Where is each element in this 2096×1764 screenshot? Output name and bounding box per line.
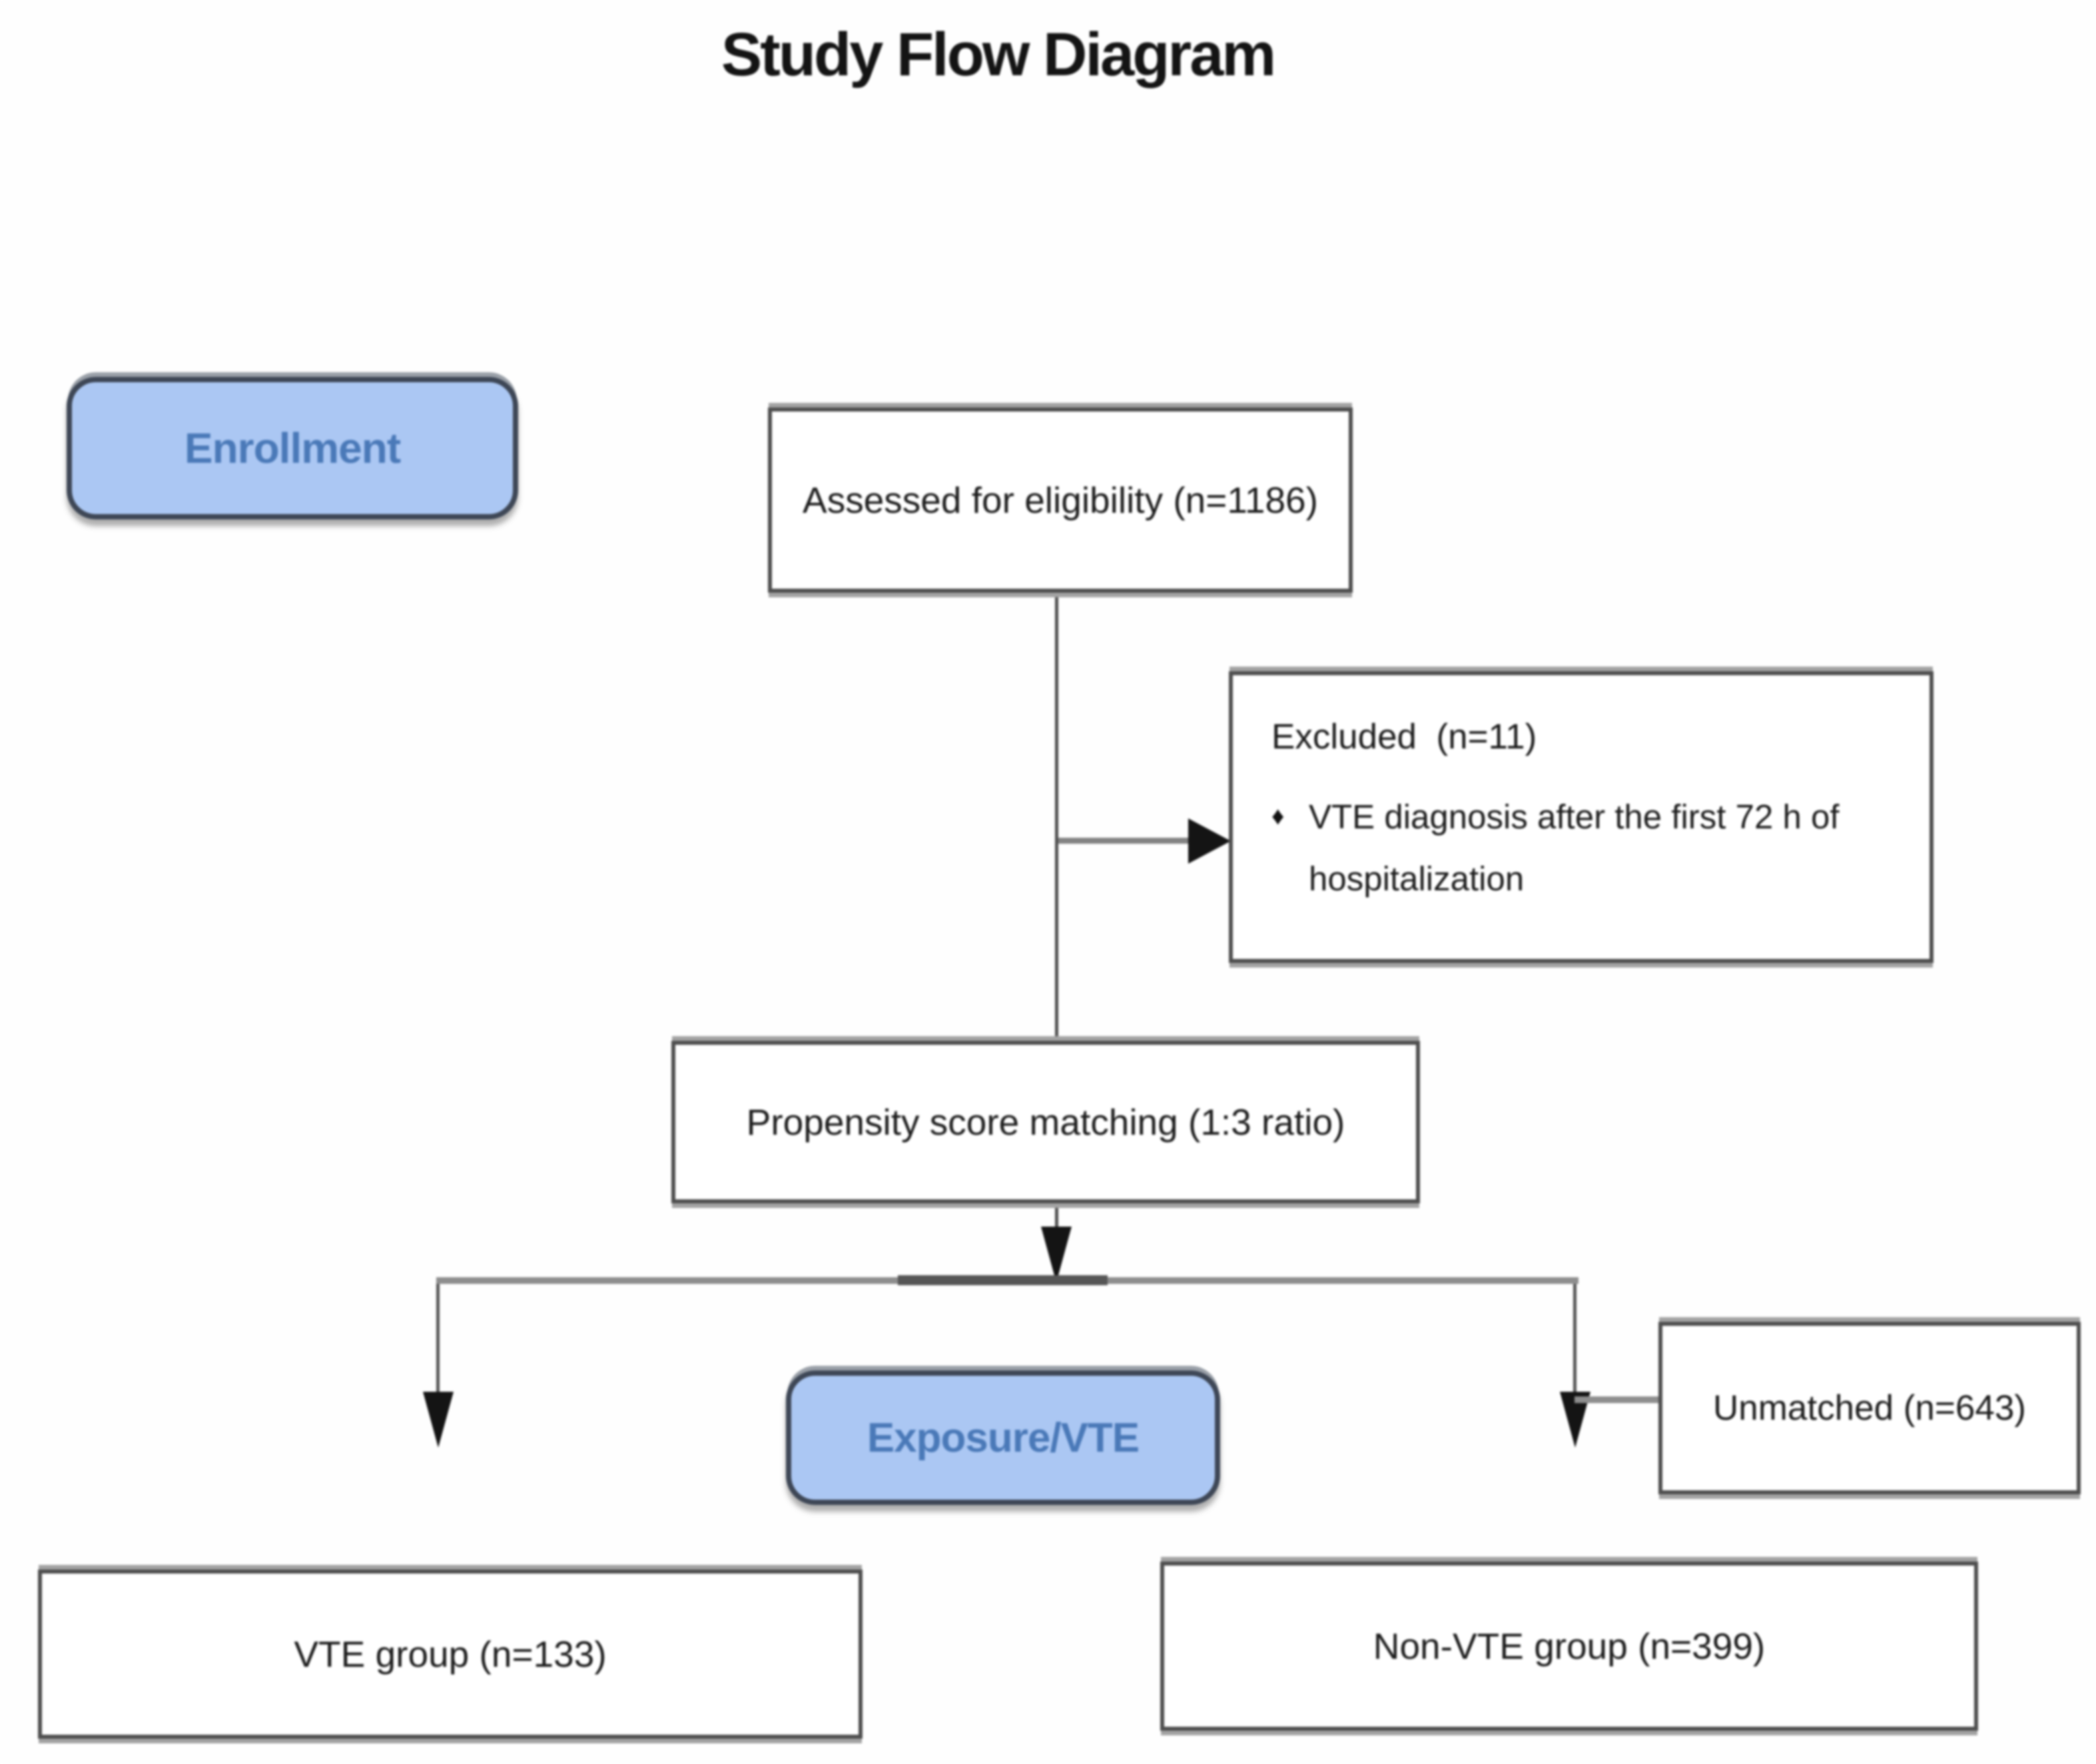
diamond-bullet-icon: ♦ <box>1271 802 1285 830</box>
branch-center-segment <box>898 1275 1108 1285</box>
connector-to-unmatched <box>1574 1396 1660 1403</box>
arrowhead-vte-group-icon <box>423 1392 454 1448</box>
arrowhead-branch-icon <box>1041 1227 1072 1283</box>
arrowhead-excluded-icon <box>1188 818 1231 864</box>
stage-enrollment: Enrollment <box>67 377 518 519</box>
box-vte-group: VTE group (n=133) <box>38 1570 863 1739</box>
connector-assessed-to-propensity <box>1055 585 1058 1042</box>
stage-exposure-vte-label: Exposure/VTE <box>867 1414 1140 1461</box>
propensity-label: Propensity score matching (1:3 ratio) <box>746 1101 1345 1143</box>
assessed-label: Assessed for eligibility (n=1186) <box>803 479 1318 521</box>
stage-exposure-vte: Exposure/VTE <box>786 1370 1220 1505</box>
page-title: Study Flow Diagram <box>721 21 1276 89</box>
box-excluded: Excluded (n=11) ♦ VTE diagnosis after th… <box>1229 671 1933 963</box>
non-vte-group-label: Non-VTE group (n=399) <box>1373 1625 1766 1667</box>
connector-to-excluded <box>1058 838 1195 844</box>
connector-to-vte-group <box>436 1284 440 1397</box>
box-non-vte-group: Non-VTE group (n=399) <box>1160 1562 1978 1731</box>
stage-enrollment-label: Enrollment <box>184 424 401 472</box>
box-propensity-score-matching: Propensity score matching (1:3 ratio) <box>671 1041 1420 1203</box>
box-assessed-for-eligibility: Assessed for eligibility (n=1186) <box>768 408 1353 593</box>
vte-group-label: VTE group (n=133) <box>294 1633 607 1675</box>
connector-propensity-to-branch <box>1055 1195 1058 1235</box>
excluded-bullet-text: VTE diagnosis after the first 72 h of ho… <box>1309 798 1840 898</box>
unmatched-label: Unmatched (n=643) <box>1713 1388 2026 1428</box>
connector-to-non-vte-group <box>1573 1284 1576 1397</box>
excluded-bullet-item: ♦ VTE diagnosis after the first 72 h of … <box>1271 786 1906 910</box>
excluded-heading: Excluded (n=11) <box>1271 717 1537 756</box>
box-unmatched: Unmatched (n=643) <box>1658 1322 2081 1494</box>
